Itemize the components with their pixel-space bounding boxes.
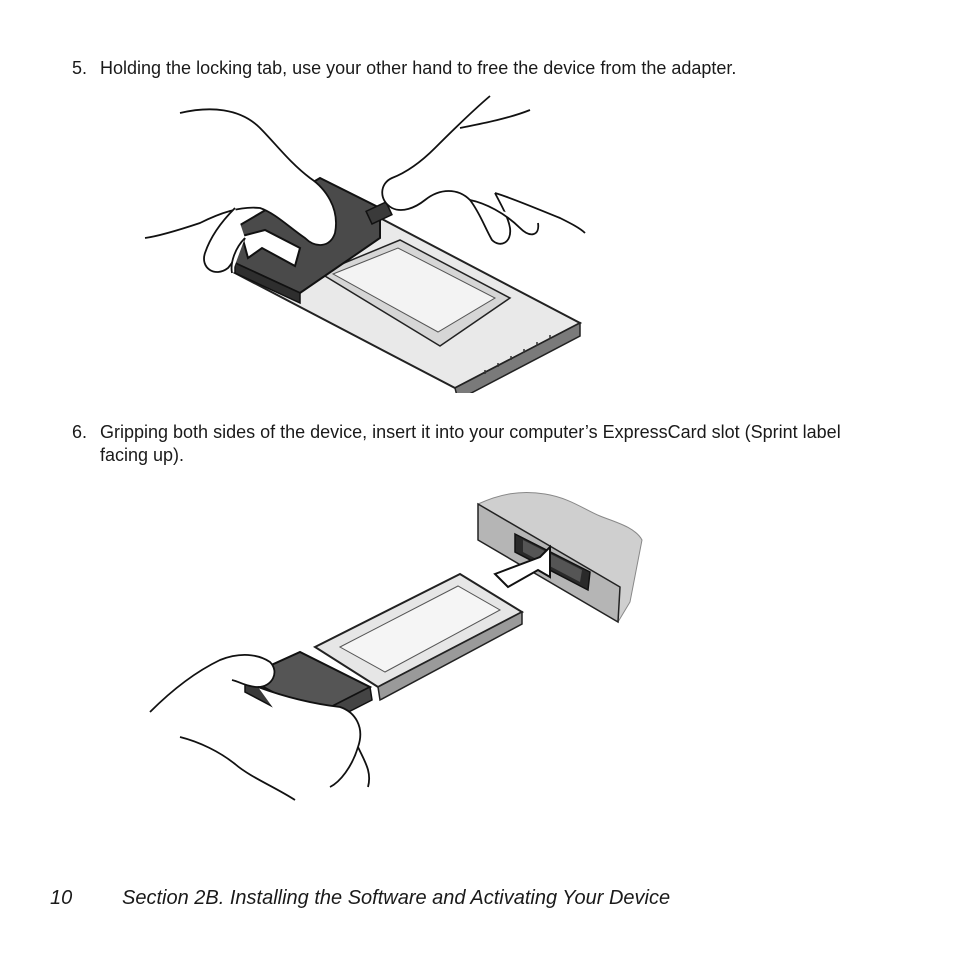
step-text: Holding the locking tab, use your other … <box>100 58 737 78</box>
section-title: Section 2B. Installing the Software and … <box>122 887 671 909</box>
right-hand <box>381 95 586 245</box>
left-hand <box>144 108 337 274</box>
adapter-removal-illustration <box>144 95 586 393</box>
step-number: 6. <box>72 422 88 442</box>
direction-arrow-icon <box>240 228 302 268</box>
page-number: 10 <box>50 887 73 909</box>
hand <box>149 654 371 801</box>
direction-arrow-icon <box>493 544 551 589</box>
connector-pins <box>484 335 551 374</box>
card-insertion-illustration <box>149 491 643 801</box>
step-text: Gripping both sides of the device, inser… <box>100 422 841 465</box>
step-6: 6. Gripping both sides of the device, in… <box>72 421 872 467</box>
step-5: 5. Holding the locking tab, use your oth… <box>72 57 872 80</box>
step-number: 5. <box>72 58 88 78</box>
